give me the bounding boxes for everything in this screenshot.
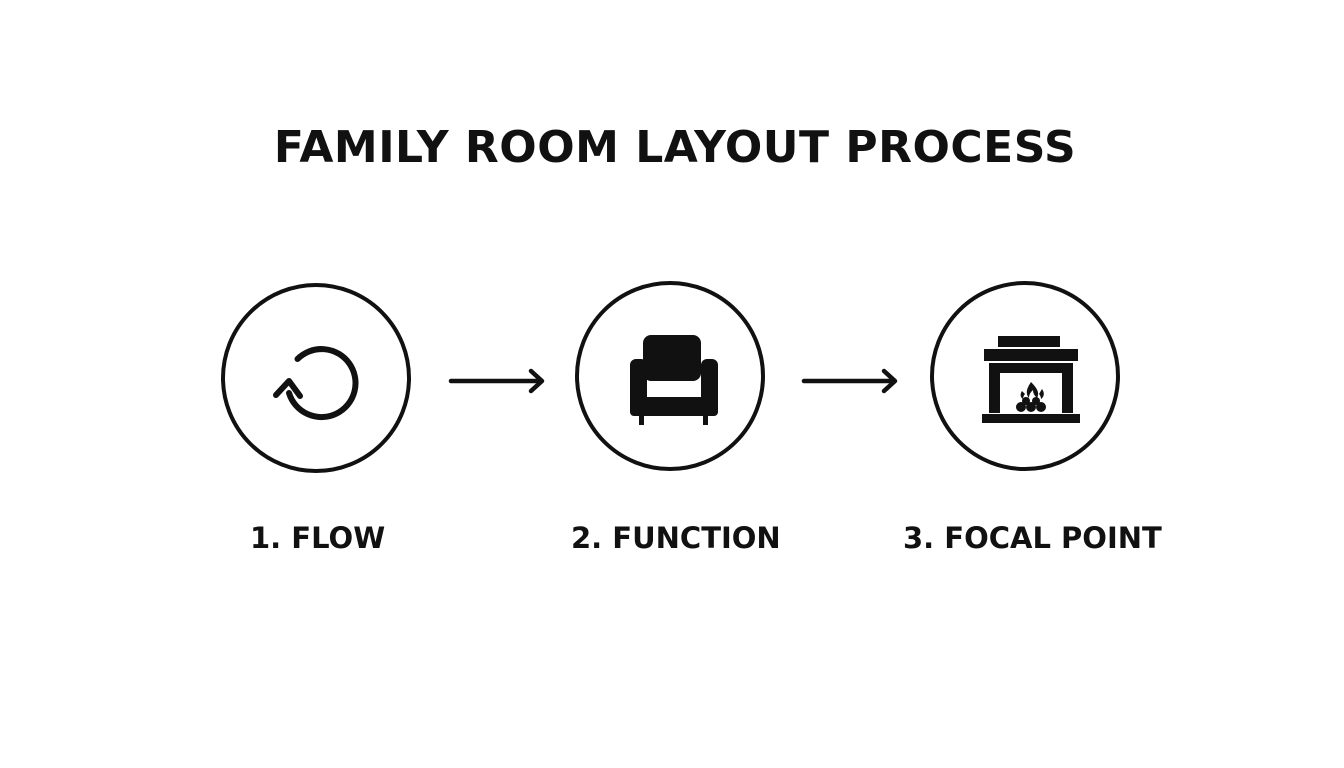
- step-3-circle: [930, 281, 1120, 471]
- arrow-right-icon: [448, 368, 545, 394]
- circular-arrow-icon: [273, 346, 359, 421]
- step-1-label: 1. FLOW: [250, 521, 386, 555]
- step-3-label: 3. FOCAL POINT: [903, 521, 1162, 555]
- fireplace-icon: [982, 336, 1080, 423]
- armchair-icon: [630, 335, 718, 425]
- step-1-circle: [221, 283, 411, 473]
- step-2-label: 2. FUNCTION: [571, 521, 781, 555]
- step-2-circle: [575, 281, 765, 471]
- arrow-right-icon: [801, 368, 898, 394]
- diagram-title: FAMILY ROOM LAYOUT PROCESS: [273, 122, 1077, 173]
